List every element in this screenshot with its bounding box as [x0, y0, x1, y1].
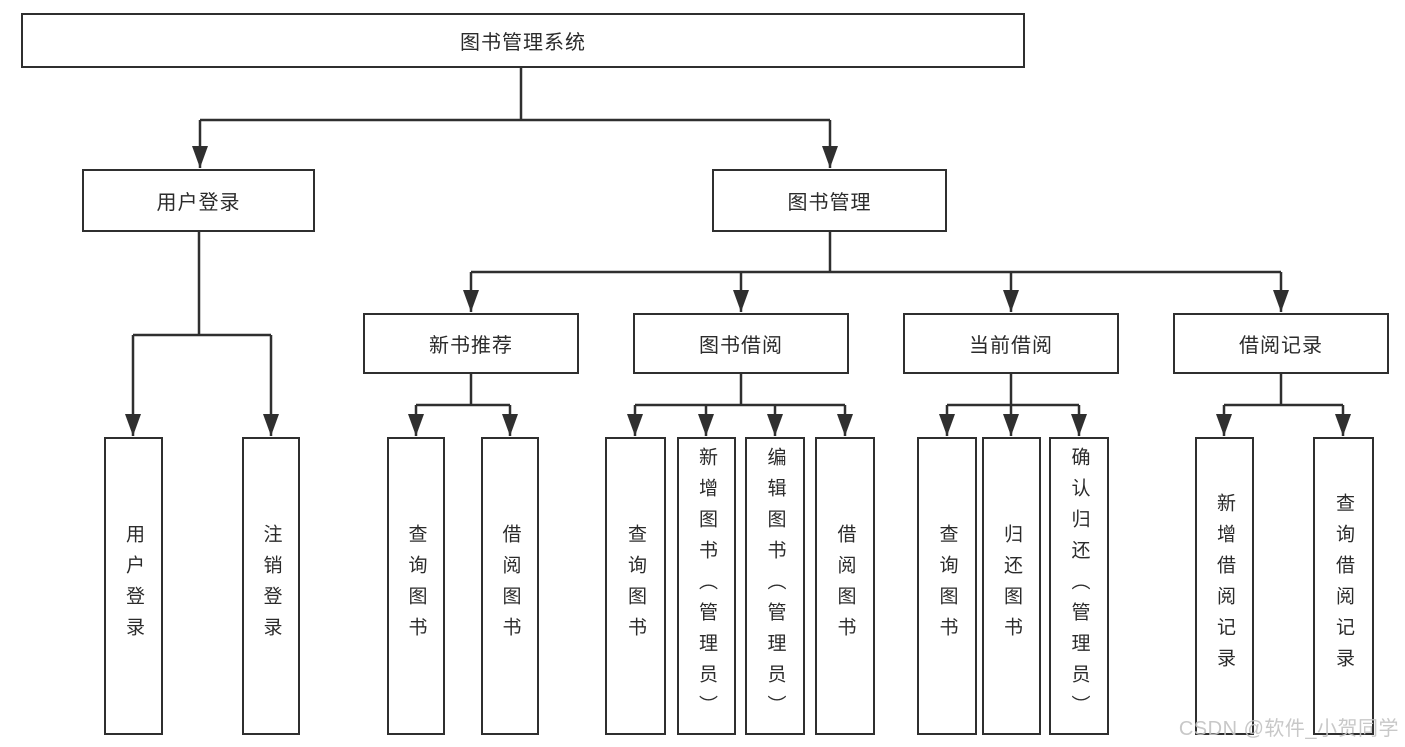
leaf-logout: 注销登录	[242, 437, 300, 735]
leaf-bb-edit-book-admin-label: 编辑图书（管理员）	[764, 446, 786, 726]
leaf-br-query-record: 查询借阅记录	[1313, 437, 1374, 735]
node-book-management: 图书管理	[712, 169, 947, 232]
leaf-nb-borrow-book-label: 借阅图书	[499, 524, 521, 648]
node-new-book-recommend-label: 新书推荐	[429, 335, 513, 357]
leaf-cb-query-book-label: 查询图书	[936, 524, 958, 648]
node-current-borrow-label: 当前借阅	[969, 335, 1053, 357]
leaf-cb-query-book: 查询图书	[917, 437, 977, 735]
leaf-br-add-record: 新增借阅记录	[1195, 437, 1254, 735]
node-borrow-record: 借阅记录	[1173, 313, 1389, 374]
leaf-logout-label: 注销登录	[260, 524, 282, 648]
node-user-login-label: 用户登录	[156, 192, 241, 214]
leaf-bb-borrow-book-label: 借阅图书	[834, 524, 856, 648]
node-borrow-record-label: 借阅记录	[1239, 335, 1323, 357]
leaf-bb-edit-book-admin: 编辑图书（管理员）	[745, 437, 805, 735]
node-book-borrow: 图书借阅	[633, 313, 849, 374]
node-book-borrow-label: 图书借阅	[699, 335, 783, 357]
leaf-user-login-label: 用户登录	[123, 524, 144, 648]
leaf-br-add-record-label: 新增借阅记录	[1214, 493, 1235, 679]
leaf-bb-add-book-admin: 新增图书（管理员）	[677, 437, 736, 735]
leaf-bb-add-book-admin-label: 新增图书（管理员）	[696, 446, 717, 726]
leaf-bb-query-book-label: 查询图书	[625, 524, 646, 648]
node-book-management-label: 图书管理	[787, 192, 872, 214]
leaf-cb-confirm-return-admin-label: 确认归还（管理员）	[1068, 446, 1090, 726]
leaf-cb-confirm-return-admin: 确认归还（管理员）	[1049, 437, 1109, 735]
leaf-nb-query-book-label: 查询图书	[405, 524, 427, 648]
leaf-br-query-record-label: 查询借阅记录	[1333, 493, 1354, 679]
leaf-cb-return-book: 归还图书	[982, 437, 1041, 735]
leaf-bb-query-book: 查询图书	[605, 437, 666, 735]
node-root-system: 图书管理系统	[21, 13, 1025, 68]
leaf-nb-query-book: 查询图书	[387, 437, 445, 735]
node-new-book-recommend: 新书推荐	[363, 313, 579, 374]
csdn-watermark: CSDN @软件_小贺同学	[1178, 718, 1399, 740]
node-current-borrow: 当前借阅	[903, 313, 1119, 374]
leaf-bb-borrow-book: 借阅图书	[815, 437, 875, 735]
leaf-nb-borrow-book: 借阅图书	[481, 437, 539, 735]
node-user-login: 用户登录	[82, 169, 315, 232]
node-root-label: 图书管理系统	[460, 32, 586, 54]
leaf-user-login: 用户登录	[104, 437, 163, 735]
leaf-cb-return-book-label: 归还图书	[1001, 524, 1022, 648]
